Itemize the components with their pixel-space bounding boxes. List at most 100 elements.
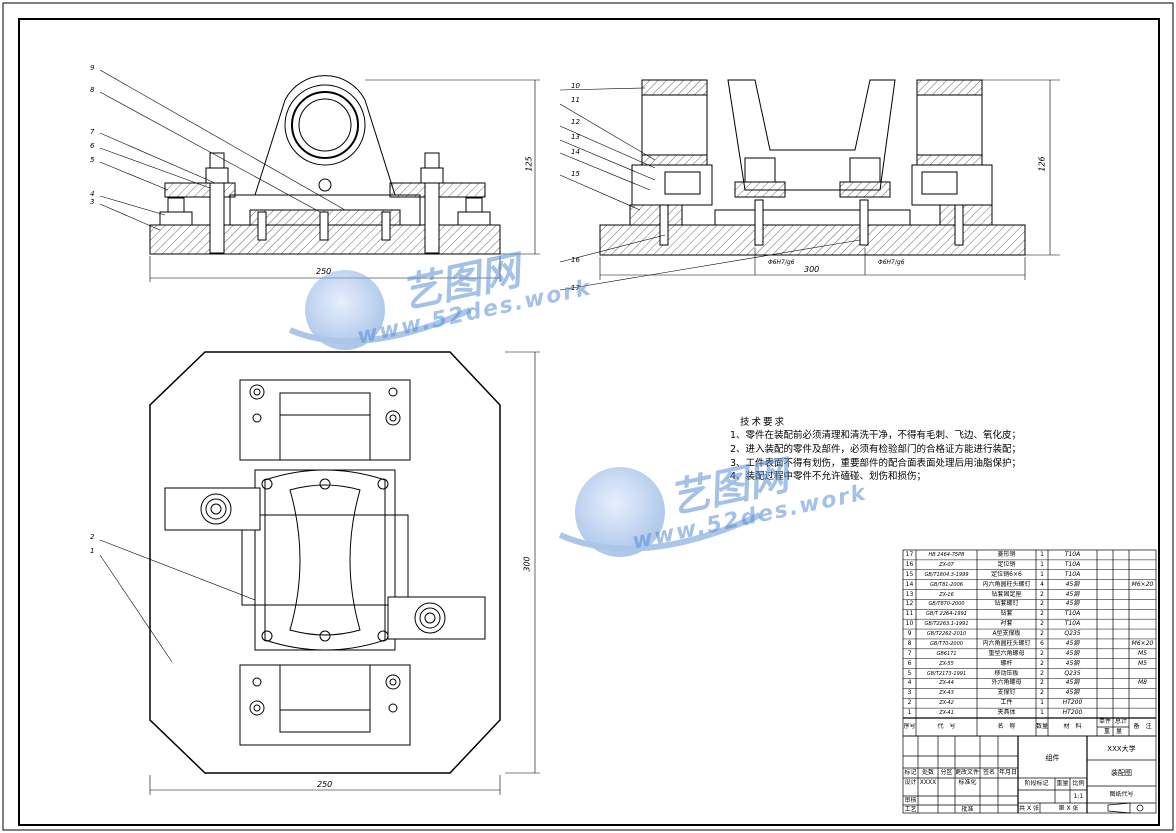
fit-right: Φ6H7/g6	[878, 259, 905, 266]
label-count: 处数	[921, 769, 934, 776]
scale-label: 比例	[1072, 780, 1085, 787]
bom-cell-material: T10A	[1064, 560, 1081, 568]
bom-cell-name: 定位销	[997, 560, 1016, 568]
balloon-7: 7	[90, 128, 95, 136]
bom-cell-name: 内六角圆柱头螺钉	[982, 580, 1031, 588]
bom-cell-material: 45钢	[1065, 580, 1080, 588]
bom-cell-no: 5	[907, 669, 912, 677]
label-review: 审核	[904, 797, 917, 804]
bom-header-total: 总计	[1114, 718, 1127, 725]
tech-requirement-2: 2、进入装配的零件及部件，必须有检验部门的合格证方能进行装配；	[730, 444, 1022, 455]
bom-cell-qty: 2	[1040, 620, 1044, 628]
bom-cell-code: GB/T2262-2010	[926, 631, 967, 638]
bom-cell-no: 13	[905, 590, 914, 598]
drawing-number: 图纸代号	[1109, 791, 1134, 798]
bom-cell-no: 14	[905, 580, 914, 588]
drawing-name: 装配图	[1111, 769, 1132, 777]
school-name: XXX大学	[1107, 745, 1136, 753]
bom-cell-name: 钻套固定座	[991, 590, 1022, 598]
label-mark: 标记	[904, 769, 917, 776]
bom-cell-qty: 2	[1040, 630, 1044, 638]
label-doc: 更改文件号	[955, 769, 980, 776]
bom-cell-no: 6	[907, 659, 912, 667]
balloon-3: 3	[90, 198, 95, 206]
balloon-6: 6	[90, 142, 95, 150]
bom-cell-name: 移动压板	[994, 669, 1019, 677]
top-width-dim: 250	[317, 780, 333, 789]
fit-left: Φ6H7/g6	[768, 259, 795, 266]
bom-header-code: 代 号	[937, 723, 956, 730]
bom-cell-material: Q235	[1064, 669, 1081, 677]
balloon-4: 4	[90, 190, 95, 198]
designer-name: XXXX	[919, 779, 937, 786]
tech-requirement-1: 1、零件在装配前必须清理和清洗干净，不得有毛刺、飞边、氧化皮；	[730, 430, 1022, 441]
bom-header-no: 序号	[903, 723, 916, 730]
bom-cell-material: Q235	[1064, 630, 1081, 638]
sheet-number: 第 X 张	[1058, 805, 1079, 812]
bom-cell-qty: 2	[1040, 600, 1044, 608]
bom-cell-no: 4	[907, 679, 912, 687]
bom-cell-no: 9	[907, 630, 912, 638]
inner-border	[18, 18, 1160, 826]
bom-cell-note: M6×20	[1131, 639, 1154, 647]
balloon-16: 16	[571, 256, 580, 264]
label-zone: 分区	[940, 769, 953, 776]
bom-cell-code: HB 2464-75PB	[928, 552, 965, 558]
bom-cell-no: 16	[905, 560, 914, 568]
bom-cell-qty: 1	[1040, 551, 1044, 558]
bom-cell-note: M5	[1138, 659, 1147, 667]
bom-cell-code: ZX-07	[939, 561, 954, 568]
front-width-dim: 250	[316, 267, 332, 276]
group-label: 组件	[1045, 754, 1060, 762]
bom-cell-qty: 2	[1040, 679, 1044, 687]
bom-header-qty: 数量	[1036, 723, 1048, 730]
bom-cell-name: 菱形销	[997, 551, 1016, 558]
bom-header-name: 名 称	[997, 723, 1016, 730]
label-sign: 签名	[982, 769, 995, 776]
bom-cell-code: ZX-42	[939, 700, 954, 707]
bom-cell-code: GB/T 2264-1991	[926, 611, 967, 618]
weight-label: 重量	[1056, 780, 1069, 787]
bom-cell-material: 45钢	[1065, 639, 1080, 647]
bom-cell-qty: 1	[1040, 560, 1044, 568]
scale-value: 1:1	[1073, 793, 1084, 800]
bom-cell-code: GB6171	[936, 650, 957, 657]
bom-cell-name: 钻套	[1000, 610, 1013, 618]
bom-cell-material: HT200	[1062, 709, 1083, 717]
bom-cell-material: 45钢	[1065, 689, 1080, 697]
bom-cell-code: ZX-44	[939, 680, 954, 687]
label-approve: 批准	[961, 806, 974, 813]
bom-cell-qty: 2	[1040, 590, 1044, 598]
bom-cell-material: T10A	[1064, 570, 1081, 578]
bom-cell-name: 定位销6×6	[991, 570, 1022, 578]
balloon-13: 13	[571, 133, 580, 141]
balloon-15: 15	[571, 170, 580, 178]
bom-cell-qty: 2	[1040, 610, 1044, 618]
bom-cell-code: ZX-43	[939, 690, 954, 697]
tech-requirement-4: 4、装配过程中零件不允许磕碰、划伤和损伤；	[730, 471, 927, 482]
bom-cell-qty: 2	[1040, 649, 1044, 657]
bom-cell-code: ZX-41	[939, 710, 954, 717]
bom-cell-no: 7	[907, 649, 912, 657]
bom-cell-no: 2	[907, 699, 912, 707]
bom-table-grid	[902, 549, 1157, 737]
balloon-5: 5	[90, 156, 95, 164]
bom-cell-code: GB/T2173-1991	[926, 670, 967, 677]
bom-cell-name: 外六角螺母	[991, 679, 1022, 687]
balloon-12: 12	[571, 118, 580, 126]
bom-cell-note: M6×20	[1131, 580, 1154, 588]
bom-cell-name: A型支撑板	[992, 630, 1021, 638]
bom-cell-qty: 4	[1040, 580, 1044, 588]
bom-cell-no: 15	[905, 570, 914, 578]
bom-cell-name: 工件	[1000, 699, 1013, 707]
bom-cell-material: 45钢	[1065, 679, 1080, 687]
label-date: 年月日	[998, 769, 1017, 776]
bom-cell-material: 45钢	[1065, 600, 1080, 608]
bom-header-unit: 单件	[1098, 718, 1111, 725]
bom-cell-code: GB/T870-2000	[928, 601, 965, 608]
bom-cell-qty: 2	[1040, 669, 1044, 677]
label-process: 工艺	[904, 806, 917, 813]
